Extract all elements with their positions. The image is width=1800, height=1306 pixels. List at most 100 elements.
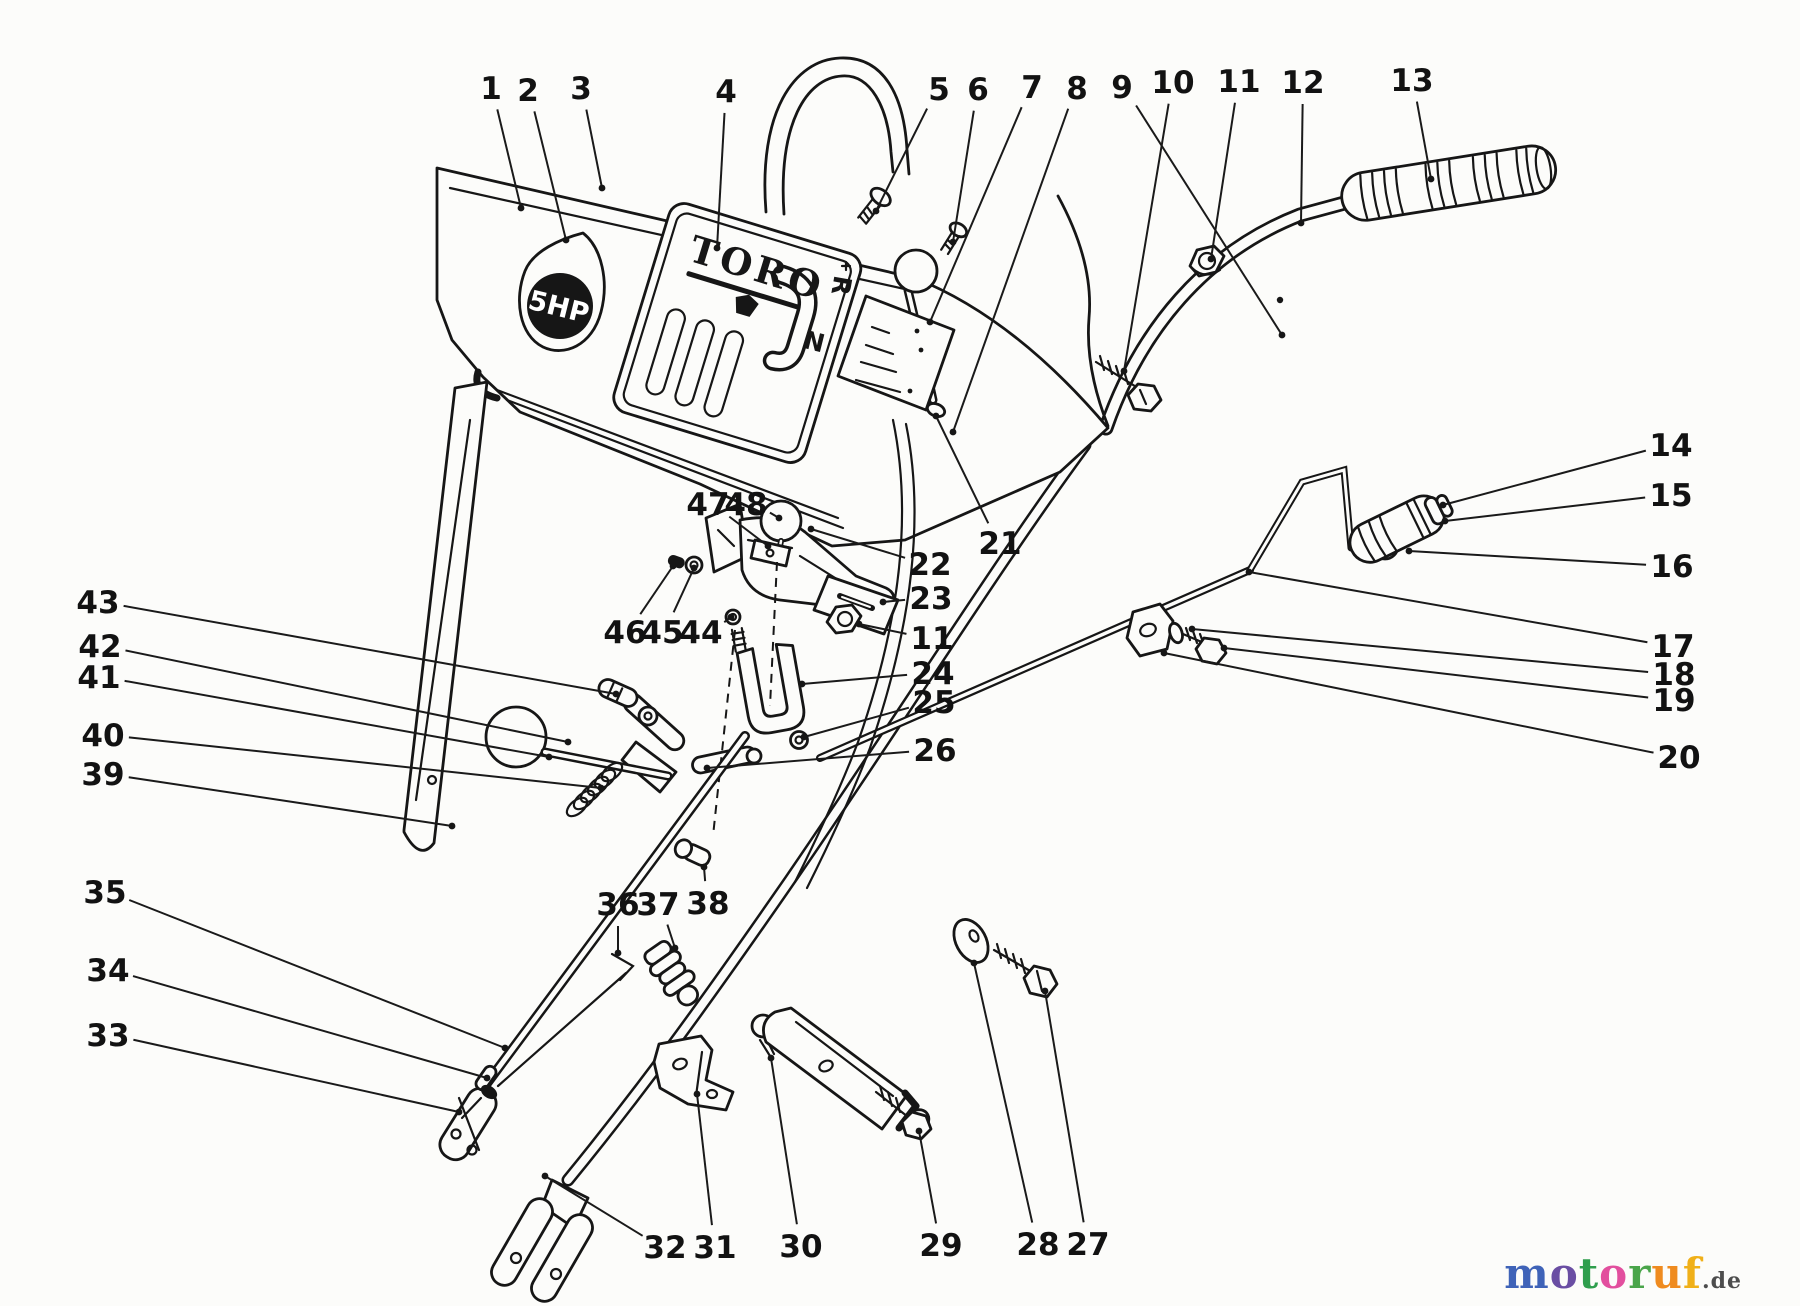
- leader-line: [706, 750, 910, 769]
- leader-dot: [483, 1074, 491, 1082]
- leader-line: [1135, 104, 1283, 336]
- callout-number: 7: [1021, 70, 1043, 106]
- callout-39: 39: [81, 757, 456, 830]
- leader-line: [952, 110, 975, 243]
- callout-6: 6: [949, 72, 989, 246]
- bent-bracket-31: [652, 1034, 735, 1112]
- callout-13: 13: [1390, 63, 1435, 183]
- callout-27: 27: [1041, 987, 1110, 1263]
- leader-line: [1300, 103, 1304, 224]
- leader-line: [918, 1130, 938, 1224]
- callout-number: 33: [86, 1018, 129, 1054]
- callout-number: 22: [908, 547, 951, 583]
- toro-shield: [735, 294, 759, 317]
- leader-dot: [669, 562, 677, 570]
- callout-number: 42: [78, 629, 121, 665]
- callout-9: 9: [1111, 70, 1286, 339]
- leader-dot: [541, 1172, 549, 1180]
- leader-line: [728, 515, 769, 547]
- leader-line: [952, 108, 1070, 433]
- leader-dot: [915, 1127, 923, 1135]
- callout-23: 23: [879, 581, 953, 617]
- assembly-axis-dash-1: [769, 561, 778, 707]
- clevis-33: [438, 1064, 498, 1162]
- callout-number: 31: [693, 1230, 736, 1266]
- leader-dot: [764, 542, 772, 550]
- leader-dot: [879, 598, 887, 606]
- callout-19: 19: [1220, 644, 1696, 719]
- leader-dot: [693, 1090, 701, 1098]
- crank-grip: [1348, 494, 1454, 564]
- callout-number: 34: [86, 953, 129, 989]
- leader-line: [1415, 101, 1432, 180]
- upper-loop-handle: [763, 56, 911, 216]
- rod-clevis-assembly: [1125, 602, 1228, 666]
- leader-dot: [775, 514, 783, 522]
- watermark-letter: f: [1682, 1249, 1702, 1298]
- callout-number: 36: [596, 887, 639, 923]
- right-handle-tube: [1098, 194, 1356, 436]
- leader-dot: [1278, 331, 1286, 339]
- leader-line: [1123, 103, 1170, 372]
- callout-number: 1: [480, 71, 502, 107]
- leader-line: [128, 736, 602, 789]
- callout-28: 28: [970, 959, 1060, 1263]
- callout-number: 39: [81, 757, 124, 793]
- callout-30: 30: [767, 1054, 823, 1265]
- leader-line: [803, 706, 910, 738]
- callout-22: 22: [807, 525, 952, 583]
- leader-line: [716, 112, 726, 249]
- leader-dot: [727, 613, 735, 621]
- watermark-letter: u: [1651, 1249, 1683, 1298]
- clevis-rod: [477, 731, 750, 1095]
- shift-panel: [612, 202, 863, 464]
- callout-7: 7: [926, 70, 1043, 326]
- screw-5: [857, 186, 892, 225]
- callout-10: 10: [1120, 65, 1195, 375]
- callout-37: 37: [636, 887, 680, 952]
- leader-line: [124, 679, 550, 758]
- leader-dot: [1427, 175, 1435, 183]
- callout-36: 36: [596, 887, 640, 957]
- callout-11: 11: [855, 620, 954, 657]
- leader-line: [1442, 449, 1647, 506]
- leader-line: [125, 649, 569, 743]
- link-plate-47: [749, 538, 792, 568]
- callout-number: 5: [928, 72, 950, 108]
- callout-number: 26: [913, 733, 956, 769]
- curved-conduit: [793, 418, 916, 890]
- leader-line: [1248, 571, 1648, 644]
- leader-dot: [1441, 517, 1449, 525]
- callout-14: 14: [1439, 428, 1693, 509]
- callout-48: 48: [724, 487, 783, 523]
- callout-number: 43: [76, 585, 119, 621]
- callout-number: 35: [83, 875, 126, 911]
- leader-dot: [700, 863, 708, 871]
- leader-line: [133, 1038, 460, 1113]
- callout-number: 3: [570, 71, 592, 107]
- leader-dot: [671, 944, 679, 952]
- handle-fork-end: [490, 1178, 594, 1303]
- leader-dot: [614, 949, 622, 957]
- callout-21: 21: [932, 412, 1022, 562]
- cable-36: [460, 952, 635, 1120]
- leader-line: [1223, 647, 1649, 699]
- lever-rod-41-42: [540, 747, 673, 781]
- callout-number: 16: [1650, 549, 1693, 585]
- leader-dot: [932, 412, 940, 420]
- callout-number: 11: [910, 621, 953, 657]
- callout-43: 43: [76, 585, 620, 698]
- callout-number: 27: [1066, 1227, 1109, 1263]
- callout-12: 12: [1281, 65, 1325, 227]
- leader-line: [496, 109, 522, 209]
- washer-28: [952, 918, 990, 964]
- watermark-word: motoruf: [1504, 1249, 1702, 1298]
- callout-number: 18: [1652, 657, 1695, 693]
- callout-number: 15: [1649, 478, 1692, 514]
- watermark-letter: m: [1504, 1249, 1550, 1298]
- callout-46: 46: [603, 562, 677, 651]
- callout-number: 20: [1657, 740, 1700, 776]
- leader-dot: [690, 564, 698, 572]
- leader-line: [672, 567, 695, 613]
